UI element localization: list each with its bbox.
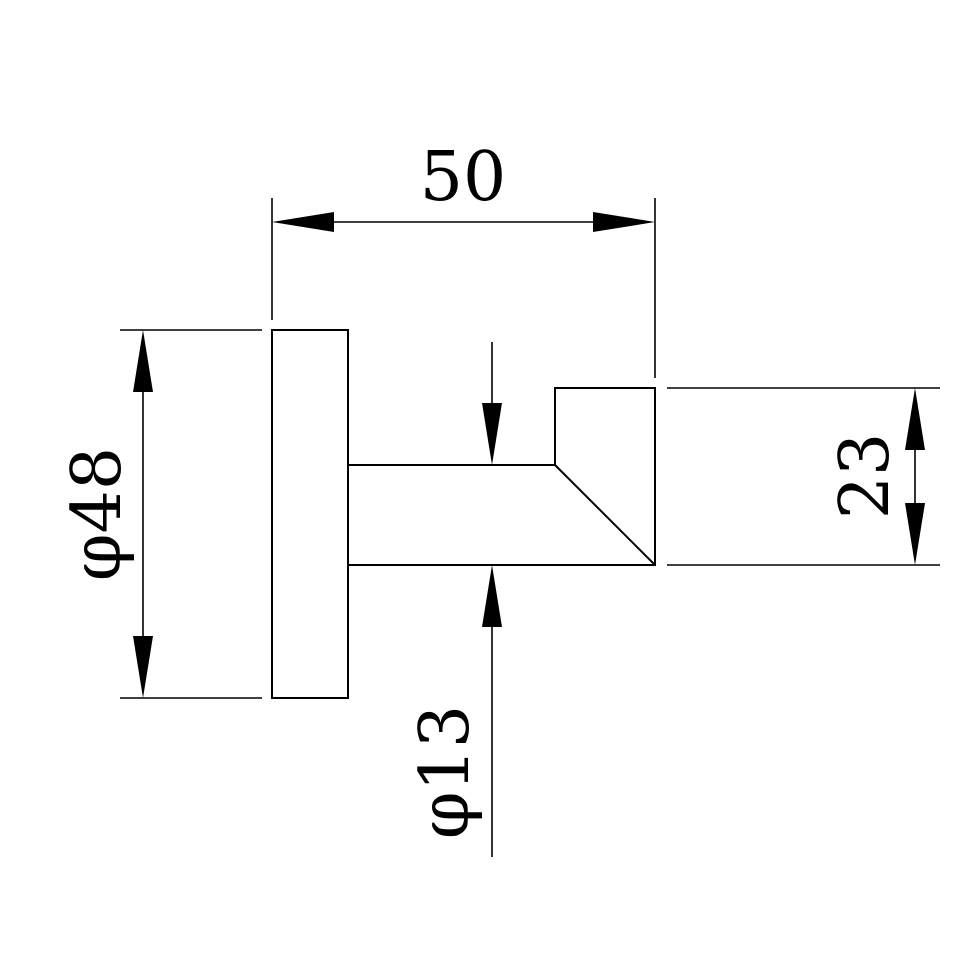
length-arrow-right: [593, 212, 655, 232]
tip-arrow-bottom: [905, 503, 925, 565]
hook-arm-outline: [348, 387, 656, 566]
length-label: 50: [420, 138, 507, 217]
base-arrow-top: [133, 330, 153, 392]
base-arrow-bottom: [133, 636, 153, 698]
base-diameter-label: φ48: [58, 447, 137, 581]
base-diameter-dimension: φ48: [58, 329, 262, 699]
length-arrow-left: [272, 212, 334, 232]
tip-arrow-top: [905, 388, 925, 450]
arm-arrow-bottom: [482, 565, 502, 627]
arm-diameter-label: φ13: [406, 705, 485, 839]
hook-tip-chamfer: [554, 464, 656, 566]
length-dimension: 50: [271, 138, 656, 378]
arm-arrow-top: [482, 403, 502, 465]
tip-height-dimension: 23: [667, 387, 940, 566]
base-plate: [271, 329, 349, 699]
tip-height-label: 23: [826, 433, 905, 520]
arm-diameter-dimension: φ13: [406, 342, 502, 857]
